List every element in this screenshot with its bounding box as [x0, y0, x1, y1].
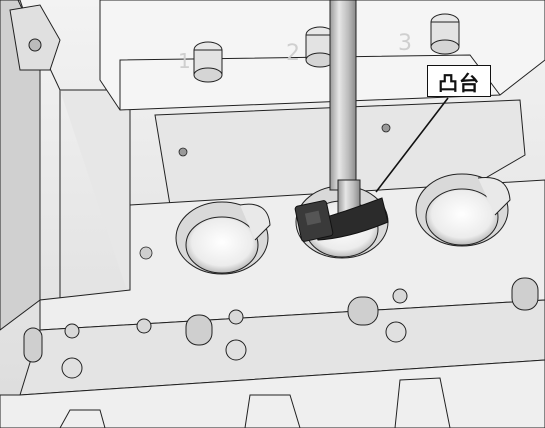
engraved-number: 1: [178, 49, 191, 73]
bottom-edge: [59, 377, 451, 428]
callout-label-boss: 凸台: [427, 65, 491, 97]
engraved-number: 2: [286, 41, 300, 66]
ledge-bolt: [61, 288, 408, 379]
callout-leader-line: [375, 97, 449, 193]
tie-strap: [294, 197, 389, 242]
slotted-hole: [23, 277, 539, 363]
spark-plug-well: [175, 201, 271, 275]
left-wall: [0, 0, 41, 331]
engraved-number: 3: [398, 31, 412, 56]
spark-plug-well: [415, 173, 511, 247]
cam-cap-bolt: [305, 26, 335, 68]
cam-cap-bolt: [430, 13, 460, 55]
cam-cap-bolt: [193, 41, 223, 83]
rod: [329, 0, 357, 191]
left-bracket: [9, 4, 61, 71]
